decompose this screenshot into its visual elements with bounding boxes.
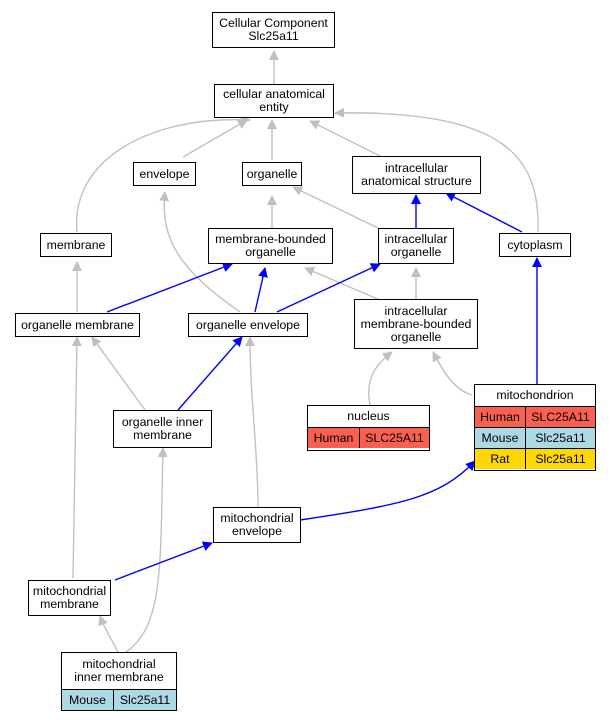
species-cell: Human [475, 407, 526, 427]
node-organelle-inner-membrane[interactable]: organelle inner membrane [113, 410, 212, 448]
edge-nucleus-to-imbo [368, 351, 393, 406]
edge-oe-to-mbo [254, 267, 268, 313]
edge-mitochondrion-to-imbo [432, 351, 473, 396]
node-intracellular-organelle[interactable]: intracellular organelle [378, 228, 454, 264]
node-organelle-envelope[interactable]: organelle envelope [188, 313, 308, 337]
node-nucleus-title: nucleus [308, 406, 429, 428]
node-nucleus[interactable]: nucleus Human SLC25A11 [307, 405, 430, 451]
node-cytoplasm[interactable]: cytoplasm [499, 233, 571, 257]
edge-mm-to-me [114, 541, 213, 581]
node-organelle-membrane[interactable]: organelle membrane [15, 313, 140, 337]
edge-cytoplasm-to-ias [445, 192, 523, 233]
node-mitochondrial-inner-membrane-title: mitochondrial inner membrane [62, 653, 176, 690]
gene-row-mouse: Mouse Slc25a11 [475, 428, 595, 449]
edge-mim-to-mm [98, 615, 119, 653]
species-cell: Mouse [62, 690, 114, 710]
gene-cell: SLC25A11 [360, 428, 429, 448]
edge-ias-to-cae [309, 120, 381, 157]
edge-oim-to-oe [177, 336, 243, 411]
node-mitochondrial-membrane[interactable]: mitochondrial membrane [28, 580, 111, 616]
node-membrane[interactable]: membrane [40, 233, 112, 257]
gene-cell: Slc25a11 [526, 449, 595, 469]
node-cellular-component[interactable]: Cellular Component Slc25a11 [212, 12, 335, 48]
edge-imbo-to-mbo [304, 266, 381, 301]
edge-envelope-to-cae [182, 119, 248, 158]
node-membrane-bounded-organelle[interactable]: membrane-bounded organelle [208, 228, 333, 264]
edge-mm-to-om [71, 336, 82, 579]
gene-cell: Slc25a11 [114, 690, 176, 710]
edge-mim-to-oim [125, 447, 168, 653]
edge-me-to-oe [245, 336, 259, 508]
node-organelle[interactable]: organelle [242, 162, 302, 186]
gene-cell: Slc25a11 [526, 428, 595, 448]
edge-io-to-organelle [292, 186, 379, 229]
node-mitochondrial-inner-membrane[interactable]: mitochondrial inner membrane Mouse Slc25… [61, 652, 177, 711]
node-mitochondrion[interactable]: mitochondrion Human SLC25A11 Mouse Slc25… [474, 384, 596, 471]
edge-cytoplasm-to-cae [334, 107, 539, 233]
species-cell: Mouse [475, 428, 526, 448]
gene-cell: SLC25A11 [526, 407, 595, 427]
edge-oe-to-io [276, 263, 381, 313]
edge-me-to-mitochondrion [299, 460, 476, 521]
gene-row-human: Human SLC25A11 [475, 407, 595, 428]
node-intracellular-anatomical-structure[interactable]: intracellular anatomical structure [352, 156, 481, 194]
edge-oe-to-envelope [159, 191, 241, 313]
gene-row-rat: Rat Slc25a11 [475, 449, 595, 469]
edge-membrane-to-cae [75, 114, 251, 233]
gene-row-human: Human SLC25A11 [308, 428, 429, 448]
species-cell: Rat [475, 449, 526, 469]
node-mitochondrion-title: mitochondrion [475, 385, 595, 407]
node-envelope[interactable]: envelope [133, 162, 196, 186]
edge-om-to-mbo [106, 262, 233, 313]
node-intracellular-membrane-bounded-organelle[interactable]: intracellular membrane-bounded organelle [354, 299, 478, 349]
gene-row-mouse: Mouse Slc25a11 [62, 690, 176, 710]
node-mitochondrial-envelope[interactable]: mitochondrial envelope [213, 507, 301, 543]
node-cellular-anatomical-entity[interactable]: cellular anatomical entity [214, 84, 334, 118]
species-cell: Human [308, 428, 360, 448]
edge-oim-to-om [91, 336, 146, 411]
